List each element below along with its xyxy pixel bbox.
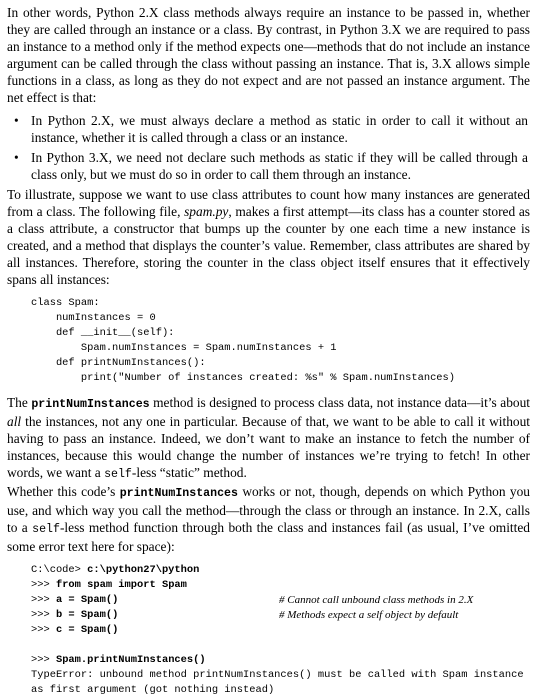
code-line: numInstances = 0 xyxy=(31,312,156,324)
code-line: Spam.numInstances = Spam.numInstances + … xyxy=(31,342,337,354)
error-line: as first argument (got nothing instead) xyxy=(31,684,275,696)
code-line: >>> c = Spam() xyxy=(31,624,119,636)
code-comment: # Methods expect a self object by defaul… xyxy=(279,609,459,621)
code-comment: # Cannot call unbound class methods in 2… xyxy=(279,594,474,606)
bullet-icon: • xyxy=(14,150,19,165)
text-run: -less “static” method. xyxy=(131,465,247,480)
text-run: , makes a first attempt—its class has a … xyxy=(7,204,530,287)
code-line: >>> Spam.printNumInstances() xyxy=(31,654,206,666)
bullet-item-python2: • In Python 2.X, we must always declare … xyxy=(7,112,530,146)
code-line: >>> b = Spam()# Methods expect a self ob… xyxy=(31,609,459,621)
text-run: works or not, though, depends on which P… xyxy=(7,484,530,535)
code-line: def __init__(self): xyxy=(31,327,175,339)
code-line: >>> a = Spam()# Cannot call unbound clas… xyxy=(31,594,474,606)
code-block-spam-class: class Spam: numInstances = 0 def __init_… xyxy=(31,296,530,386)
text-run: The xyxy=(7,395,32,410)
emphasis: all xyxy=(7,414,22,429)
filename-spam: spam.py xyxy=(184,204,229,219)
code-block-session: C:\code> c:\python27\python >>> from spa… xyxy=(31,564,530,699)
inline-code: self xyxy=(32,523,60,536)
text-run: To illustrate, suppose we want to use cl… xyxy=(7,187,530,219)
code-line: >>> from spam import Spam xyxy=(31,579,187,591)
text-run: Whether this code’s xyxy=(7,484,120,499)
bullet-list: • In Python 2.X, we must always declare … xyxy=(7,112,530,183)
code-line: print("Number of instances created: %s" … xyxy=(31,372,456,384)
bullet-text: In Python 3.X, we need not declare such … xyxy=(31,150,528,182)
bullet-item-python3: • In Python 3.X, we need not declare suc… xyxy=(7,149,530,183)
text-run: -less method function through both the c… xyxy=(7,520,530,554)
inline-code: printNumInstances xyxy=(119,487,238,500)
blank-line xyxy=(31,639,530,654)
paragraph-illustrate: To illustrate, suppose we want to use cl… xyxy=(7,186,530,288)
text-run: method is designed to process class data… xyxy=(149,395,531,410)
paragraph-static-method: The printNumInstances method is designed… xyxy=(7,394,530,483)
inline-code: self xyxy=(104,468,132,481)
text-run: the instances, not any one in particular… xyxy=(7,414,530,480)
code-line: def printNumInstances(): xyxy=(31,357,206,369)
bullet-text: In Python 2.X, we must always declare a … xyxy=(31,113,528,145)
code-line: C:\code> c:\python27\python xyxy=(31,564,200,576)
paragraph-python2-vs-3: In other words, Python 2.X class methods… xyxy=(7,5,530,105)
bullet-icon: • xyxy=(14,113,19,128)
paragraph-whether-works: Whether this code’s printNumInstances wo… xyxy=(7,483,530,555)
inline-code: printNumInstances xyxy=(31,398,150,411)
code-line: class Spam: xyxy=(31,297,100,309)
error-line: TypeError: unbound method printNumInstan… xyxy=(31,669,524,681)
